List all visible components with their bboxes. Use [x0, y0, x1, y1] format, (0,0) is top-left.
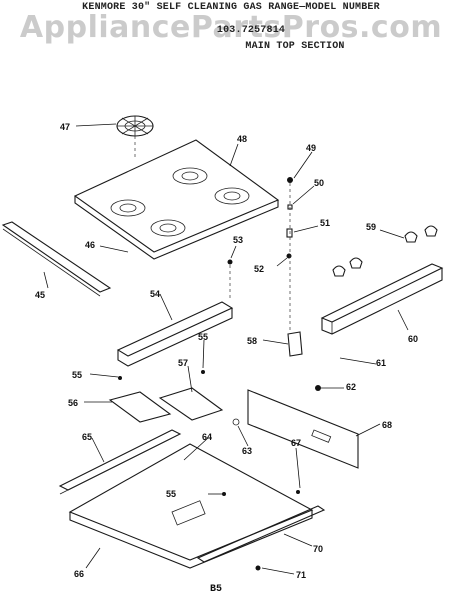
callout-51: 51: [320, 218, 330, 228]
leader-lines: [43, 123, 409, 575]
part-45-trim-strip: [1, 221, 112, 297]
callout-58: 58: [247, 336, 257, 346]
callout-47: 47: [60, 122, 70, 132]
part-60-manifold-panel: [320, 263, 444, 335]
callout-66: 66: [74, 569, 84, 579]
part-59-knobs: [332, 225, 438, 277]
model-number: 103.7257814: [216, 25, 286, 36]
callout-56: 56: [68, 398, 78, 408]
callout-61: 61: [376, 358, 386, 368]
part-70-trim-strip: [196, 505, 326, 571]
callout-65: 65: [82, 432, 92, 442]
callout-labels: 47 48 49 50 51 52 53 54 55 55 55 56 57 5…: [35, 122, 418, 580]
part-54-burner-bracket: [116, 301, 234, 367]
part-58-clip: [287, 331, 303, 357]
part-53-screw: [227, 259, 233, 300]
callout-68: 68: [382, 420, 392, 430]
callout-53: 53: [233, 235, 243, 245]
callout-48: 48: [237, 134, 247, 144]
callout-57: 57: [178, 358, 188, 368]
callout-46: 46: [85, 240, 95, 250]
callout-60: 60: [408, 334, 418, 344]
callout-54: 54: [150, 289, 160, 299]
callout-50: 50: [314, 178, 324, 188]
part-47-burner-cap: [116, 115, 154, 160]
callout-52: 52: [254, 264, 264, 274]
callout-63: 63: [242, 446, 252, 456]
callout-71: 71: [296, 570, 306, 580]
callout-70: 70: [313, 544, 323, 554]
callout-55-lower: 55: [166, 489, 176, 499]
diagram-title: KENMORE 30" SELF CLEANING GAS RANGE—MODE…: [82, 2, 380, 13]
callout-55-upper: 55: [198, 332, 208, 342]
callout-45: 45: [35, 290, 45, 300]
page-number: B5: [210, 584, 223, 595]
callout-49: 49: [306, 143, 316, 153]
section-title: MAIN TOP SECTION: [245, 41, 345, 52]
part-48-main-top: [73, 139, 280, 260]
hardware-49-52: [286, 177, 293, 330]
callout-59: 59: [366, 222, 376, 232]
part-56-57-heat-shields: [108, 370, 224, 423]
callout-67: 67: [291, 438, 301, 448]
part-65-side-rail: [58, 429, 182, 495]
callout-62: 62: [346, 382, 356, 392]
part-68-side-panel: [232, 385, 359, 469]
callout-64: 64: [202, 432, 212, 442]
watermark: AppliancePartsPros.com: [19, 10, 443, 45]
callout-55-left: 55: [72, 370, 82, 380]
